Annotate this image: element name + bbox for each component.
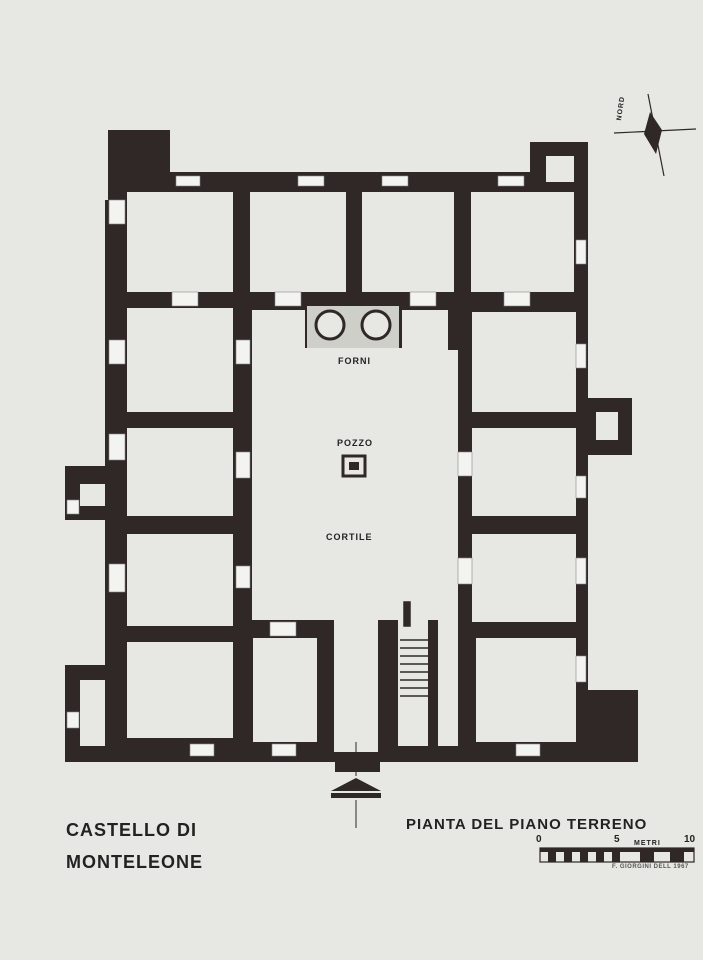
castle-name-line2: MONTELEONE: [66, 852, 204, 872]
ovens: [307, 306, 399, 348]
room-label-pozzo: POZZO: [337, 438, 373, 448]
castle-name-line1: CASTELLO DI: [66, 820, 197, 840]
scale-tick-10: 10: [684, 834, 696, 845]
scale-tick-5: 5: [614, 834, 620, 845]
room-label-cortile: CORTILE: [326, 532, 373, 542]
compass-icon: [613, 93, 697, 177]
scale-bar: [539, 847, 695, 863]
staircase: [400, 601, 428, 697]
plan-title: PIANTA DEL PIANO TERRENO: [406, 816, 648, 833]
well: [341, 454, 367, 478]
room-label-forni: FORNI: [338, 356, 371, 366]
scale-tick-0: 0: [536, 834, 542, 845]
scale-unit-label: METRI: [634, 840, 661, 847]
scale-credit: F. GIORGINI DELL 1967: [612, 864, 689, 870]
windows: [66, 175, 587, 757]
entrance-arrow-icon: [331, 742, 381, 828]
